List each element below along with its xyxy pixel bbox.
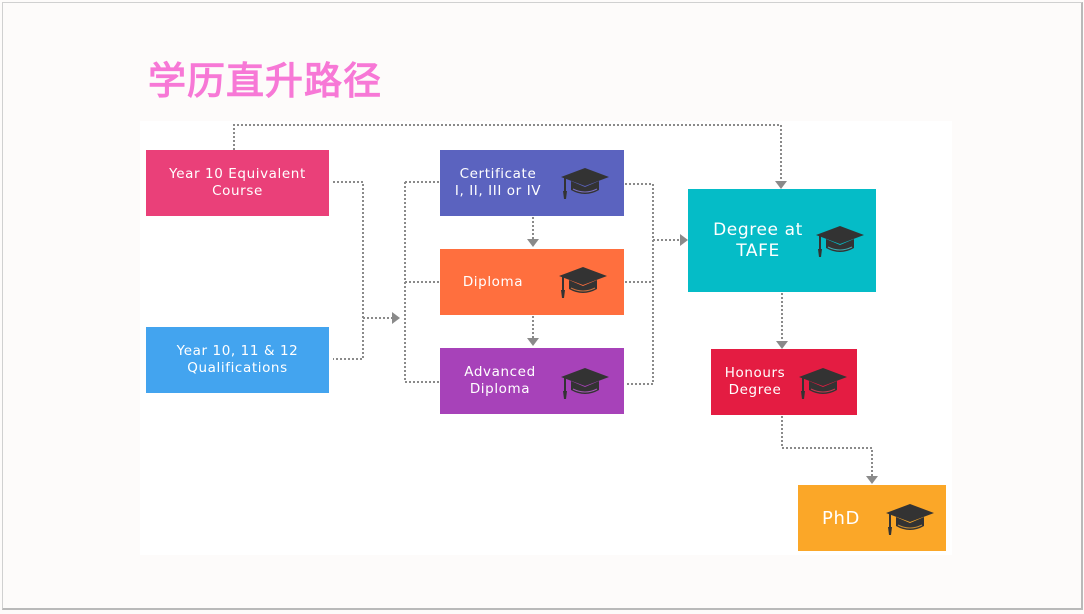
graduation-cap-icon xyxy=(815,224,865,258)
graduation-cap-icon xyxy=(560,166,610,200)
node-advanced-diploma: Advanced Diploma xyxy=(440,348,624,414)
node-label: Certificate I, II, III or IV xyxy=(454,166,542,199)
slide-title: 学历直升路径 xyxy=(148,59,383,103)
node-honours-degree: Honours Degree xyxy=(711,349,857,415)
node-year10-equivalent: Year 10 Equivalent Course xyxy=(146,150,329,216)
node-label: Advanced Diploma xyxy=(464,364,536,397)
graduation-cap-icon xyxy=(558,265,608,299)
node-certificate: Certificate I, II, III or IV xyxy=(440,150,624,216)
node-label: Honours Degree xyxy=(724,365,786,398)
node-label: Diploma xyxy=(462,273,524,290)
node-phd: PhD xyxy=(798,485,946,551)
node-label: Year 10, 11 & 12 Qualifications xyxy=(176,343,299,376)
graduation-cap-icon xyxy=(560,366,610,400)
graduation-cap-icon xyxy=(885,502,935,536)
node-label: Degree at TAFE xyxy=(713,219,803,261)
node-label: PhD xyxy=(822,507,860,529)
node-degree-at-tafe: Degree at TAFE xyxy=(688,189,876,292)
graduation-cap-icon xyxy=(798,366,848,400)
node-label: Year 10 Equivalent Course xyxy=(169,166,306,199)
node-year10-11-12: Year 10, 11 & 12 Qualifications xyxy=(146,327,329,393)
node-diploma: Diploma xyxy=(440,249,624,315)
